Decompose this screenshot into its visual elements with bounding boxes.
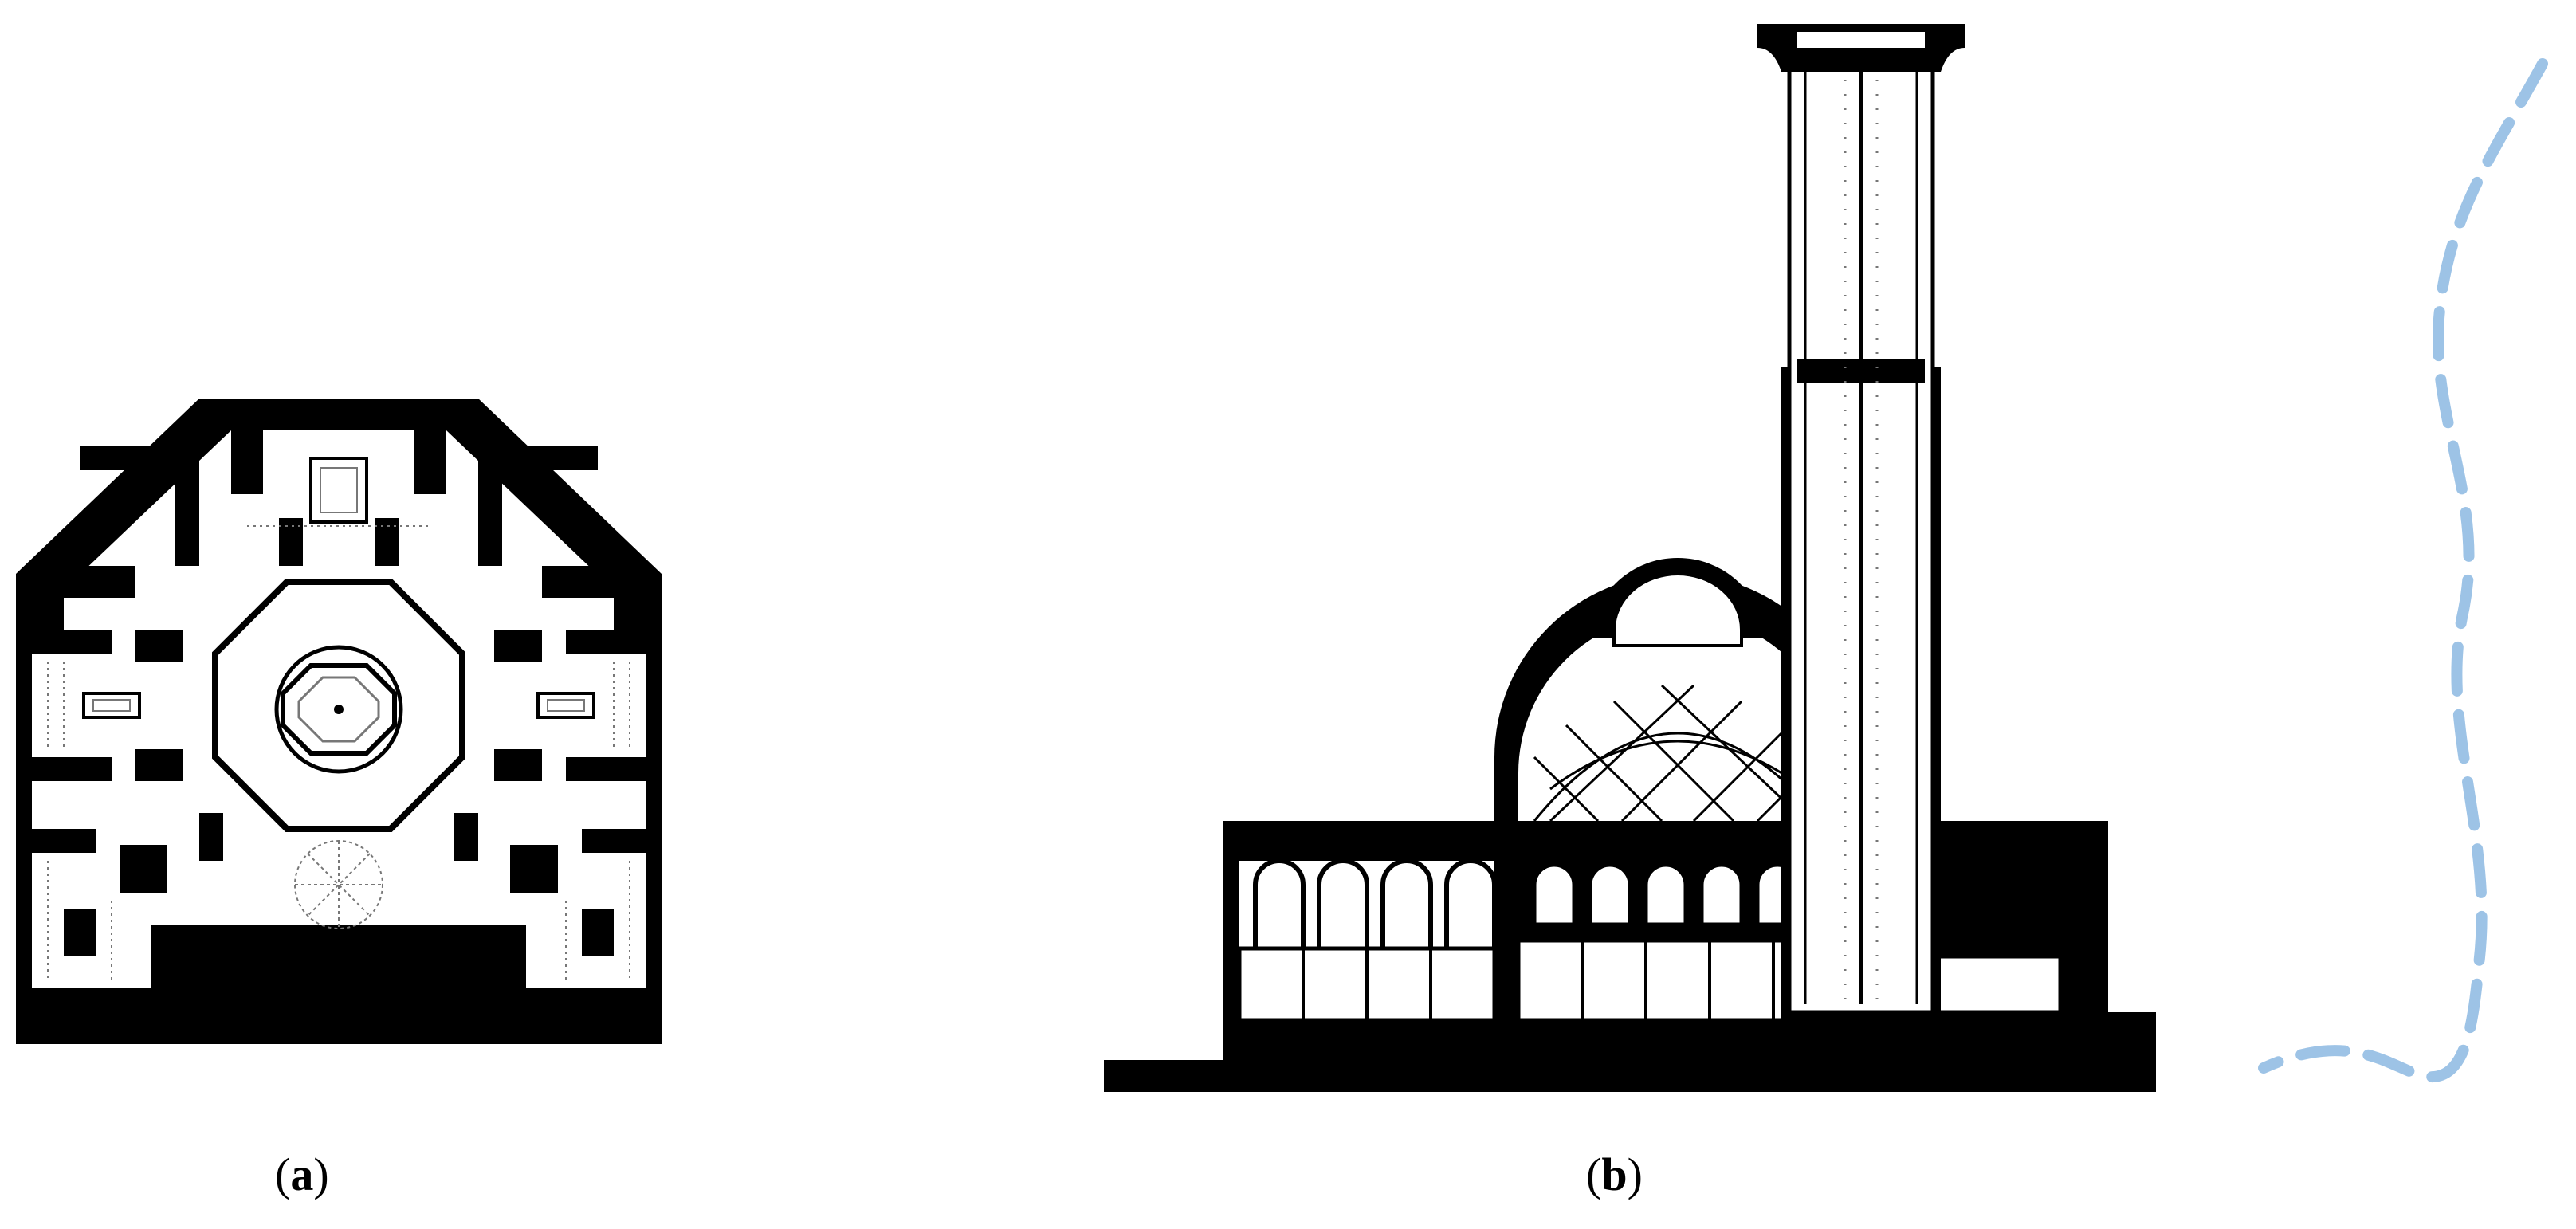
caption-a-open: ( — [275, 1149, 291, 1200]
floor-plan-icon — [16, 399, 662, 1044]
dashed-path-icon — [2258, 58, 2548, 1083]
caption-b-letter: b — [1601, 1149, 1628, 1200]
caption-b: (b) — [1586, 1152, 1643, 1198]
caption-b-open: ( — [1586, 1149, 1602, 1200]
caption-b-close: ) — [1627, 1149, 1643, 1200]
caption-a-close: ) — [313, 1149, 329, 1200]
mosque-section-icon — [1104, 24, 2156, 1092]
caption-a-letter: a — [290, 1149, 314, 1200]
caption-a: (a) — [275, 1152, 329, 1198]
